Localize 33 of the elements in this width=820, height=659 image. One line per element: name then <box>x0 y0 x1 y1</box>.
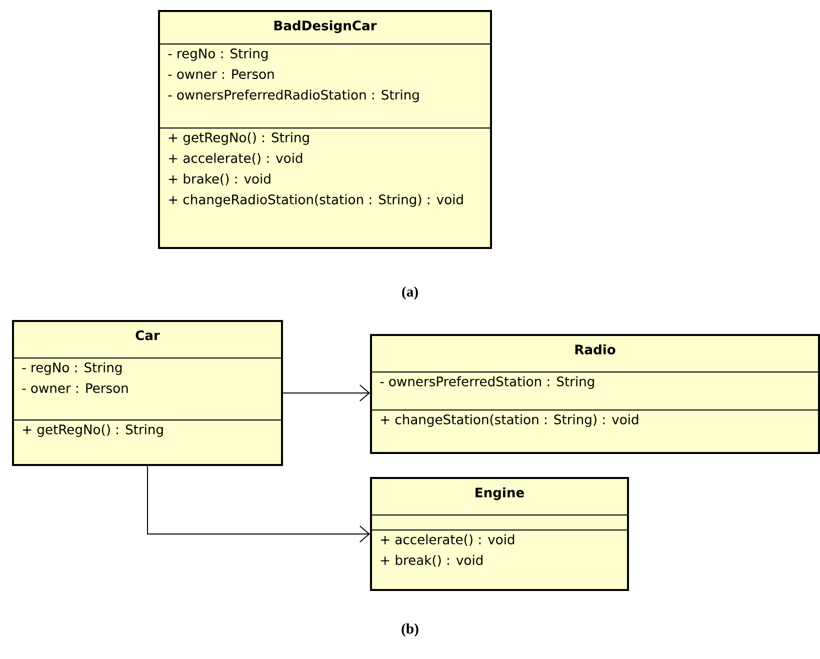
class-box <box>370 477 629 591</box>
member-text: + getRegNo() : String <box>169 132 309 145</box>
member-text: + break() : void <box>380 554 482 567</box>
subfigure-label: (a) <box>402 286 418 300</box>
member-text: + getRegNo() : String <box>23 424 163 437</box>
class-box <box>12 320 283 466</box>
class-name: BadDesignCar <box>274 20 377 34</box>
member-text: - ownersPreferredRadioStation : String <box>168 90 419 102</box>
member-text: - regNo : String <box>22 362 122 375</box>
class-compartment <box>12 420 282 437</box>
association-arrow <box>282 384 370 402</box>
class-compartment <box>370 410 820 427</box>
class-box <box>370 334 820 454</box>
subfigure-label: (b) <box>402 623 418 637</box>
class-compartment <box>158 44 492 102</box>
class-name: Radio <box>575 344 616 354</box>
class-compartment <box>158 128 492 207</box>
class-compartment <box>12 358 282 394</box>
class-name: Engine <box>476 487 524 500</box>
association-arrow <box>147 466 370 542</box>
member-text: - owner : Person <box>22 383 128 394</box>
class-compartment <box>370 372 820 389</box>
class-name: Car <box>136 330 160 340</box>
member-text: + accelerate() : void <box>169 152 302 165</box>
member-text: + changeStation(station : String) : void <box>380 414 638 427</box>
member-text: - regNo : String <box>168 48 268 61</box>
member-text: - owner : Person <box>168 69 274 80</box>
member-text: - ownersPreferredStation : String <box>380 376 594 389</box>
member-text: + accelerate() : void <box>380 534 514 546</box>
class-box <box>158 10 492 249</box>
class-compartment <box>370 530 628 567</box>
member-text: + brake() : void <box>169 174 270 186</box>
member-text: + changeRadioStation(station : String) : void <box>169 194 463 207</box>
